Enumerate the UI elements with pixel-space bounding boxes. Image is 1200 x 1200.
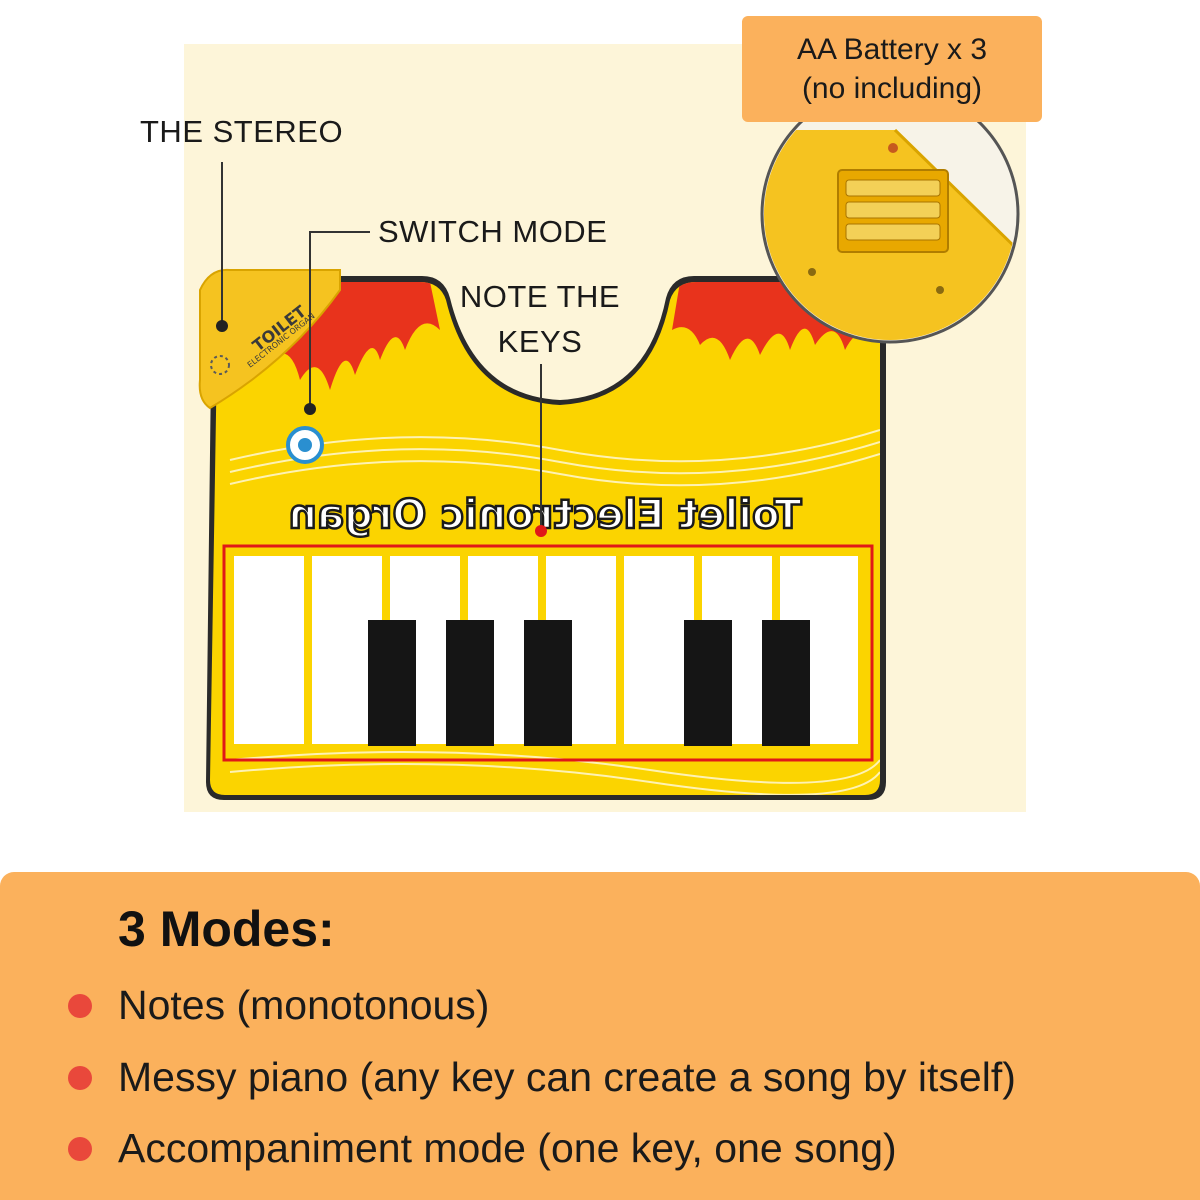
black-key — [446, 620, 494, 746]
switch-mode-callout: SWITCH MODE — [378, 214, 608, 249]
stereo-callout: THE STEREO — [140, 114, 344, 149]
black-key — [684, 620, 732, 746]
note-keys-callout: NOTE THE KEYS — [440, 275, 640, 365]
mode-label: Notes (monotonous) — [118, 982, 490, 1028]
mode-item: Notes (monotonous) — [68, 982, 489, 1029]
battery-line1: AA Battery x 3 — [796, 33, 988, 66]
modes-title: 3 Modes: — [118, 901, 335, 957]
speaker-grille-icon — [210, 355, 230, 375]
bullet-icon — [68, 1065, 92, 1090]
keys-pointer-dot — [535, 525, 547, 537]
mat-banner-text: Toilet Electronic Organ — [289, 492, 802, 538]
product-illustration: Toilet Electronic Organ — [140, 16, 1042, 812]
white-key — [624, 556, 694, 744]
black-key — [368, 620, 416, 746]
toilet-mat-drawing: Toilet Electronic Organ — [198, 84, 1020, 800]
keyboard-outline — [222, 544, 874, 762]
note-keys-line2: KEYS — [497, 323, 583, 359]
battery-magnifier — [760, 84, 1020, 344]
stereo-pointer-dot — [216, 320, 228, 332]
black-key — [524, 620, 572, 746]
mode-item: Accompaniment mode (one key, one song) — [68, 1125, 897, 1172]
modes-panel: 3 Modes: Notes (monotonous) Messy piano … — [0, 872, 1200, 1200]
white-key — [234, 556, 304, 744]
speaker-housing — [198, 268, 341, 410]
mode-label: Messy piano (any key can create a song b… — [118, 1054, 1016, 1100]
black-keys — [368, 620, 810, 746]
battery-info-box: AA Battery x 3 (no including) — [742, 16, 1042, 122]
mode-item: Messy piano (any key can create a song b… — [68, 1054, 1016, 1101]
black-key — [762, 620, 810, 746]
note-keys-line1: NOTE THE — [459, 279, 621, 314]
switch-pointer-dot — [304, 403, 316, 415]
bullet-icon — [68, 1136, 92, 1161]
battery-line2: (no including) — [801, 72, 983, 105]
mode-label: Accompaniment mode (one key, one song) — [118, 1125, 897, 1171]
bullet-icon — [68, 993, 92, 1018]
